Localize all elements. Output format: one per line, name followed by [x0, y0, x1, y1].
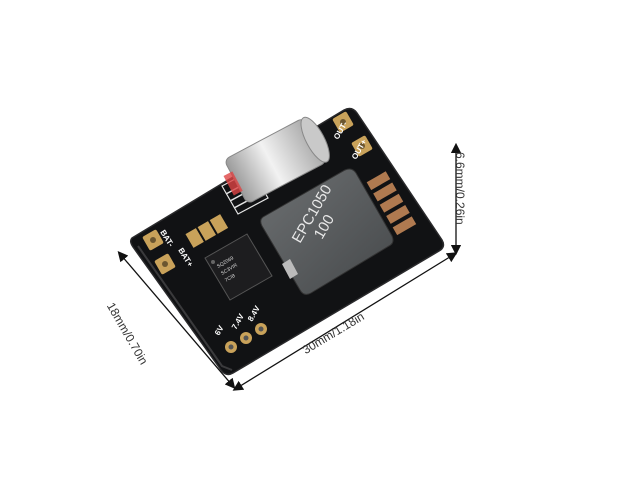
length-arrow	[232, 252, 458, 391]
capacitor	[223, 116, 330, 203]
height-dimension-label: 6.6mm/0.26in	[453, 152, 467, 225]
width-arrow	[117, 251, 236, 389]
smd-resistors	[185, 171, 417, 248]
chip-marking-3: 7CIB	[224, 273, 237, 284]
dimension-arrows	[117, 142, 462, 391]
